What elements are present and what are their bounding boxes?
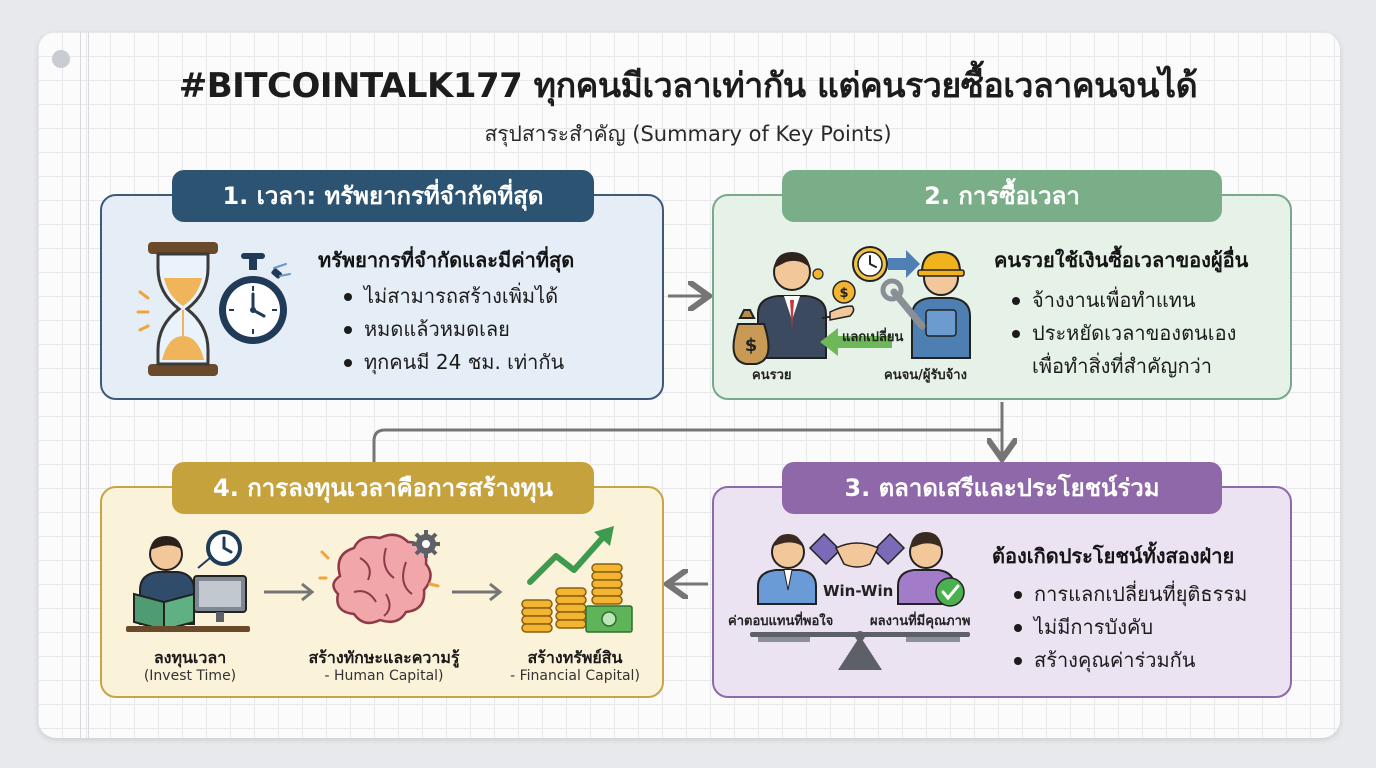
margin-line: [80, 32, 81, 738]
list-item: เพื่อทำสิ่งที่สำคัญกว่า: [1032, 354, 1213, 378]
list-item: สร้างคุณค่าร่วมกัน: [1012, 644, 1247, 677]
section-3-bullets: การแลกเปลี่ยนที่ยุติธรรม ไม่มีการบังคับ …: [1012, 578, 1247, 677]
list-item: ไม่มีการบังคับ: [1012, 611, 1247, 644]
arrow-step-2-to-3: [452, 582, 503, 602]
list-item: การแลกเปลี่ยนที่ยุติธรรม: [1012, 578, 1247, 611]
stopwatch-icon: [219, 253, 291, 344]
clock-icon: [197, 530, 242, 569]
quality-work-label: ผลงานที่มีคุณภาพ: [870, 614, 971, 629]
step-2-sub: - Human Capital): [324, 668, 444, 684]
list-item: หมดแล้วหมดเลย: [342, 313, 564, 346]
section-2-label: 2. การซื้อเวลา: [782, 170, 1222, 222]
section-1-bullets: ไม่สามารถสร้างเพิ่มได้ หมดแล้วหมดเลย ทุก…: [342, 280, 564, 379]
step-3-title: สร้างทรัพย์สิน: [527, 648, 623, 667]
list-item: จ้างงานเพื่อทำแทน: [1010, 284, 1236, 317]
businessman-icon: [757, 252, 855, 359]
section-1-heading: ทรัพยากรที่จำกัดและมีค่าที่สุด: [318, 248, 575, 272]
step-1-title: ลงทุนเวลา: [153, 648, 227, 667]
brain-icon: [318, 530, 440, 625]
hourglass-icon: [136, 242, 218, 376]
wrench-icon: [880, 278, 926, 330]
svg-text:$: $: [839, 286, 848, 301]
rich-label: คนรวย: [752, 368, 792, 383]
step-1-sub: (Invest Time): [143, 668, 237, 684]
margin-line: [88, 32, 89, 738]
arrow-left-icon: [820, 328, 892, 356]
gear-icon: [412, 530, 440, 558]
page-subtitle: สรุปสาระสำคัญ (Summary of Key Points): [484, 122, 892, 146]
win-win-label: Win-Win: [823, 582, 894, 600]
rich-man-illustration: $ $: [732, 246, 971, 365]
section-2-bullets: จ้างงานเพื่อทำแทน ประหยัดเวลาของตนเอง เพ…: [1010, 284, 1236, 383]
section-2-heading: คนรวยใช้เงินซื้อเวลาของผู้อื่น: [994, 248, 1249, 272]
checkmark-icon: [935, 577, 965, 607]
banknote-icon: [585, 605, 633, 633]
section-3-label: 3. ตลาดเสรีและประโยชน์ร่วม: [782, 462, 1222, 514]
compensation-label: ค่าตอบแทนที่พอใจ: [728, 614, 834, 629]
binder-hole: [52, 50, 70, 68]
money-bag-icon: $: [732, 309, 770, 365]
reader-icon: [126, 530, 250, 632]
exchange-label: แลกเปลี่ยน: [842, 330, 904, 345]
section-3-heading: ต้องเกิดประโยชน์ทั้งสองฝ่าย: [992, 544, 1235, 568]
connector-2-to-4: [372, 428, 1002, 462]
list-item: ประหยัดเวลาของตนเอง: [1010, 317, 1236, 350]
section-1-label: 1. เวลา: ทรัพยากรที่จำกัดที่สุด: [172, 170, 594, 222]
win-win-illustration: [750, 532, 970, 670]
list-item: ทุกคนมี 24 ชม. เท่ากัน: [342, 346, 564, 379]
worker-label: คนจน/ผู้รับจ้าง: [884, 368, 967, 383]
page-title: #BITCOINTALK177 ทุกคนมีเวลาเท่ากัน แต่คน…: [178, 66, 1198, 106]
arrow-step-1-to-2: [264, 582, 315, 602]
coin-icon: $: [812, 268, 856, 304]
handshake-icon: [808, 532, 906, 568]
worker-icon: [911, 250, 971, 359]
section-4-label: 4. การลงทุนเวลาคือการสร้างทุน: [172, 462, 594, 514]
arrow-right-icon: [888, 250, 920, 278]
coins-growth-icon: [521, 526, 633, 633]
list-item: ไม่สามารถสร้างเพิ่มได้: [342, 280, 564, 313]
person-left-icon: [757, 534, 817, 605]
step-2-title: สร้างทักษะและความรู้: [308, 648, 460, 667]
scale-icon: [750, 631, 970, 670]
step-3-sub: - Financial Capital): [510, 668, 640, 684]
clock-icon: [852, 246, 888, 282]
svg-text:$: $: [745, 335, 758, 356]
